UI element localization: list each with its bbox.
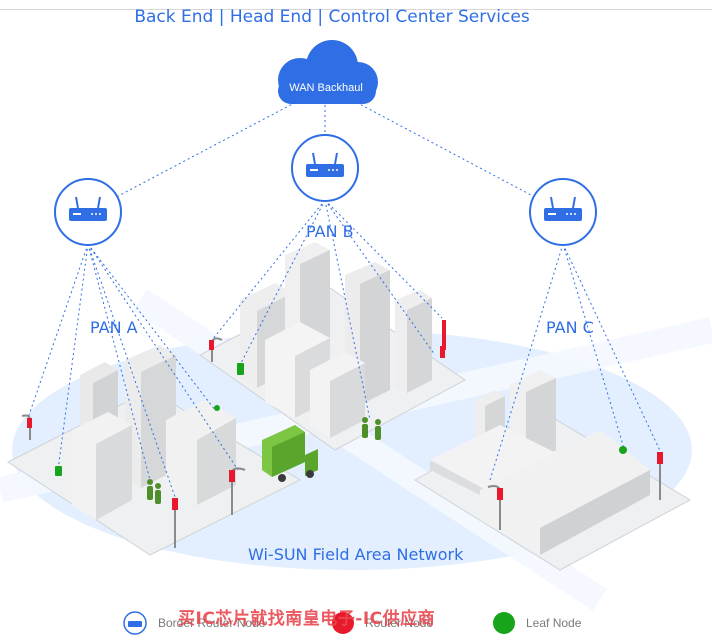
legend-border-router-label: Border Router Node <box>158 616 266 630</box>
buildings-pan-c <box>430 370 650 555</box>
network-label: Wi-SUN Field Area Network <box>248 545 464 564</box>
border-router-pan-c <box>529 178 597 246</box>
border-router-pan-b <box>291 134 359 202</box>
leaf-nodes <box>55 363 627 476</box>
legend-leaf: Leaf Node <box>492 611 581 635</box>
buildings-pan-a <box>72 345 236 520</box>
backhaul-links <box>27 99 663 501</box>
pan-a-label: PAN A <box>90 318 138 337</box>
router-dot-icon <box>332 612 354 634</box>
legend-router: Router Node <box>331 611 433 635</box>
pan-b-label: PAN B <box>306 222 354 241</box>
border-router-icon <box>123 611 147 635</box>
legend-leaf-label: Leaf Node <box>526 616 582 630</box>
page-title: Back End | Head End | Control Center Ser… <box>134 7 530 27</box>
leaf-dot-icon <box>493 612 515 634</box>
border-router-pan-a <box>54 178 122 246</box>
pedestrians <box>147 417 381 504</box>
top-divider <box>0 9 712 10</box>
buildings-pan-b <box>240 242 432 438</box>
pan-c-label: PAN C <box>546 318 594 337</box>
cloud-icon <box>278 40 378 104</box>
truck <box>262 425 318 482</box>
router-nodes <box>27 320 663 510</box>
cloud-label: WAN Backhaul <box>289 82 363 94</box>
legend-border-router: Border Router Node <box>122 610 265 636</box>
legend-router-label: Router Node <box>365 616 434 630</box>
watermark-text: 买IC芯片就找南皇电子-IC供应商 <box>178 609 436 629</box>
